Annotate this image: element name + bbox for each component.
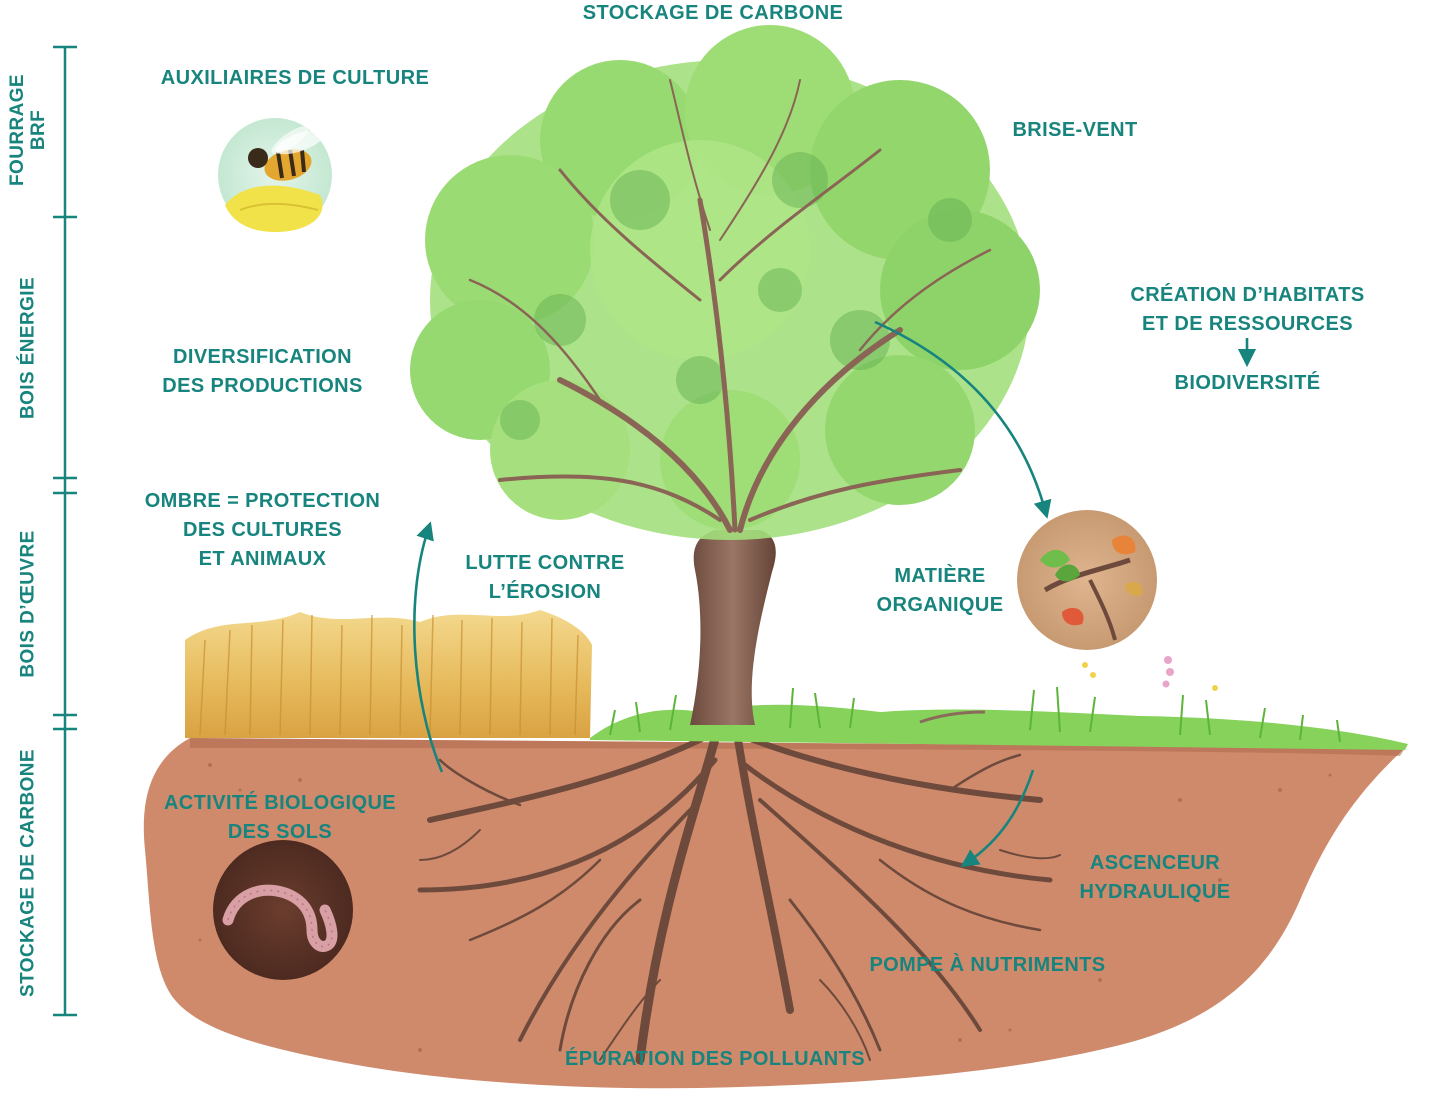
- side-label-fourrage: FOURRAGE BRF: [7, 74, 49, 186]
- soil-speckles: [198, 763, 1332, 1052]
- label-ombre: OMBRE = PROTECTION DES CULTURES ET ANIMA…: [144, 490, 381, 570]
- side-label-oeuvre: BOIS D’ŒUVRE: [17, 530, 39, 678]
- label-ascenseur: ASCENCEUR HYDRAULIQUE: [1079, 852, 1231, 903]
- flow-arrows: [413, 320, 1257, 868]
- label-habitats: CRÉATION D’HABITATS ET DE RESSOURCES: [1130, 284, 1365, 335]
- label-top-carbon: STOCKAGE DE CARBONE: [582, 2, 844, 24]
- label-auxiliaires: AUXILIAIRES DE CULTURE: [160, 67, 430, 89]
- erosion-arrow: [413, 521, 444, 773]
- side-label-carbone: STOCKAGE DE CARBONE: [17, 749, 39, 997]
- tree-canopy: [410, 25, 1040, 540]
- tree-roots: [417, 715, 1061, 1065]
- label-activite: ACTIVITÉ BIOLOGIQUE DES SOLS: [163, 792, 397, 843]
- label-diversification: DIVERSIFICATION DES PRODUCTIONS: [162, 346, 363, 397]
- label-matiere: MATIÈRE ORGANIQUE: [876, 565, 1004, 616]
- organic-matter-arrow: [874, 320, 1052, 519]
- hydraulic-lift-arrow: [960, 769, 1035, 868]
- leaf-litter-icon: [1017, 510, 1157, 650]
- wheat-field: [185, 610, 592, 738]
- bee-on-flower-icon: [218, 118, 332, 232]
- scale-bar: [53, 45, 77, 1017]
- side-label-energie: BOIS ÉNERGIE: [17, 276, 39, 420]
- label-epuration: ÉPURATION DES POLLUANTS: [565, 1048, 865, 1070]
- grass-strip: [590, 656, 1408, 750]
- label-pompe: POMPE À NUTRIMENTS: [869, 954, 1106, 976]
- label-erosion: LUTTE CONTRE L’ÉROSION: [465, 552, 625, 603]
- tree-trunk: [690, 530, 776, 725]
- label-brise-vent: BRISE-VENT: [1012, 119, 1138, 141]
- earthworm-icon: [213, 840, 353, 980]
- label-biodiversite: BIODIVERSITÉ: [1174, 372, 1321, 394]
